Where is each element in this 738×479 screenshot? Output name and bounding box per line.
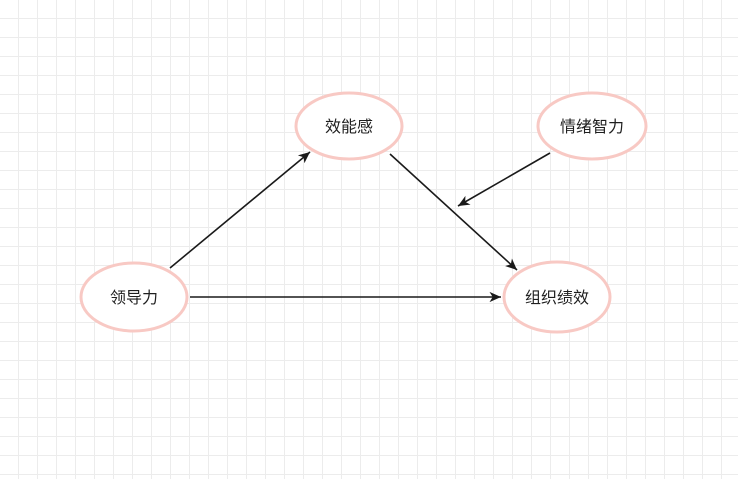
edge-leadership-to-efficacy[interactable]: [169, 151, 311, 269]
node-emotional-intelligence[interactable]: 情绪智力: [536, 91, 648, 161]
node-emotional-intelligence-label: 情绪智力: [560, 117, 624, 136]
node-efficacy-shape: [294, 91, 404, 161]
node-efficacy-label: 效能感: [325, 117, 373, 136]
node-leadership-shape: [79, 261, 189, 333]
node-emotional-intelligence-shape: [536, 91, 648, 161]
node-performance-label: 组织绩效: [525, 288, 589, 307]
node-efficacy[interactable]: 效能感: [294, 91, 404, 161]
edge-emotional-intelligence-to-path[interactable]: [457, 152, 551, 207]
node-performance[interactable]: 组织绩效: [502, 260, 612, 334]
edge-efficacy-to-performance[interactable]: [389, 153, 518, 271]
node-performance-shape: [502, 260, 612, 334]
node-leadership[interactable]: 领导力: [79, 261, 189, 333]
node-leadership-label: 领导力: [110, 288, 158, 307]
